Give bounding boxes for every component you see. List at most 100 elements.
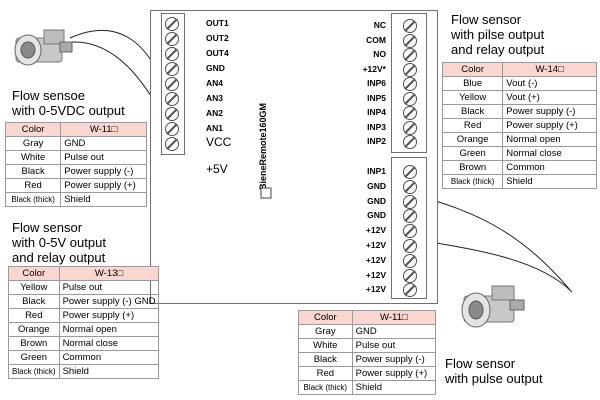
wire-color-cell: Green: [441, 146, 504, 161]
table-row: Black (thick)Shield: [441, 174, 597, 189]
terminal-screw-icon: [403, 253, 417, 268]
table-row: Black (thick)Shield: [4, 192, 147, 207]
caption-line: with 0-5VDC output: [12, 103, 125, 118]
terminal-screw-icon: [165, 107, 179, 121]
wire-function-cell: GND: [60, 136, 147, 151]
terminal-screw-icon: [403, 209, 417, 224]
pin-label: AN3: [206, 93, 224, 103]
terminal-screw-icon: [403, 165, 417, 179]
terminal-screw-icon: [403, 91, 417, 106]
wire-function-cell: Normal close: [502, 146, 597, 161]
wire-color-cell: White: [298, 338, 353, 353]
wire-function-cell: Shield: [502, 174, 597, 189]
terminal-screw-icon: [165, 32, 179, 46]
pin-label: OUT1: [206, 18, 229, 28]
wire-function-cell: Power supply (-): [502, 104, 597, 119]
wire-function-cell: Vout (-): [502, 76, 597, 91]
wire-function-cell: Power supply (-): [351, 352, 437, 367]
flow-sensor-image-top-left: [14, 29, 73, 66]
pin-label: INP2: [367, 136, 386, 146]
wire-function-cell: Power supply (+): [60, 178, 147, 193]
table-row: Black (thick)Shield: [8, 364, 160, 379]
pin-label: INP4: [367, 107, 386, 117]
terminal-screw-icon: [403, 48, 417, 62]
pin-label: GND: [367, 210, 386, 221]
wire-function-cell: Normal open: [58, 322, 160, 337]
wire-function-cell: GND: [351, 324, 437, 339]
terminal-screw-icon: [403, 33, 417, 48]
header-model: W-11□: [60, 122, 147, 137]
module-chip-icon: [260, 187, 272, 199]
header-color: Color: [8, 266, 60, 281]
terminal-screw-icon: [403, 135, 417, 149]
wire-color-cell: White: [4, 150, 62, 165]
wire-color-cell: Black: [8, 294, 60, 309]
terminal-screw-icon: [165, 17, 179, 31]
wire-color-cell: Black (thick): [4, 192, 62, 207]
pin-label: INP1: [367, 166, 386, 176]
wire-color-cell: Orange: [441, 132, 504, 147]
plus-5v-label: +5V: [206, 162, 228, 176]
terminal-screw-icon: [165, 137, 179, 151]
pin-label: +12V: [365, 254, 386, 265]
pin-label: +12V: [365, 269, 386, 280]
terminal-screw-icon: [403, 283, 417, 298]
wire-color-cell: Gray: [298, 324, 353, 339]
terminal-screw-icon: [403, 19, 417, 33]
caption-line: with pilse output: [451, 27, 545, 42]
wire-color-cell: Blue: [441, 76, 504, 91]
terminal-screw-icon: [403, 106, 417, 120]
wire-function-cell: Normal close: [58, 336, 160, 351]
caption-line: with pulse output: [445, 371, 543, 386]
pin-label: GND: [206, 63, 225, 73]
pin-label: AN2: [206, 108, 224, 118]
terminal-screw-icon: [403, 194, 417, 209]
wire-function-cell: Normal open: [502, 132, 597, 147]
pin-label: GND: [367, 195, 386, 206]
wire-function-cell: Power supply (+): [58, 308, 160, 323]
wire-function-cell: Common: [58, 350, 160, 365]
caption-line: Flow sensoe: [12, 88, 85, 103]
wire-function-cell: Shield: [60, 192, 147, 207]
wire-color-cell: Red: [298, 366, 353, 381]
pin-label: AN1: [206, 123, 224, 133]
wire-color-cell: Red: [8, 308, 60, 323]
terminal-screw-icon: [403, 224, 417, 239]
header-model: W-11□: [351, 310, 437, 325]
terminal-screw-icon: [165, 62, 179, 76]
terminal-screw-icon: [165, 77, 179, 91]
pin-label: AN4: [206, 78, 224, 88]
wire-color-cell: Gray: [4, 136, 62, 151]
pin-label: NO: [373, 49, 386, 59]
wire-color-cell: Red: [441, 118, 504, 133]
wire-function-cell: Shield: [351, 380, 437, 395]
wire-function-cell: Power supply (+): [351, 366, 437, 381]
terminal-screw-icon: [403, 179, 417, 194]
header-color: Color: [4, 122, 62, 137]
pin-label: +12V: [365, 225, 386, 236]
wire-function-cell: Power supply (-) GND: [58, 294, 160, 309]
terminal-screw-icon: [165, 92, 179, 106]
pin-label: GND: [367, 180, 386, 191]
pin-label: COM: [366, 34, 386, 45]
caption-line: and relay output: [451, 42, 545, 57]
caption-flow-sensor-pulse-relay: Flow sensor with pilse output and relay …: [451, 12, 544, 57]
terminal-screw-icon: [165, 122, 179, 136]
terminal-screw-icon: [403, 77, 417, 91]
header-model: W-13□: [58, 266, 160, 281]
pin-label: INP3: [367, 121, 386, 132]
